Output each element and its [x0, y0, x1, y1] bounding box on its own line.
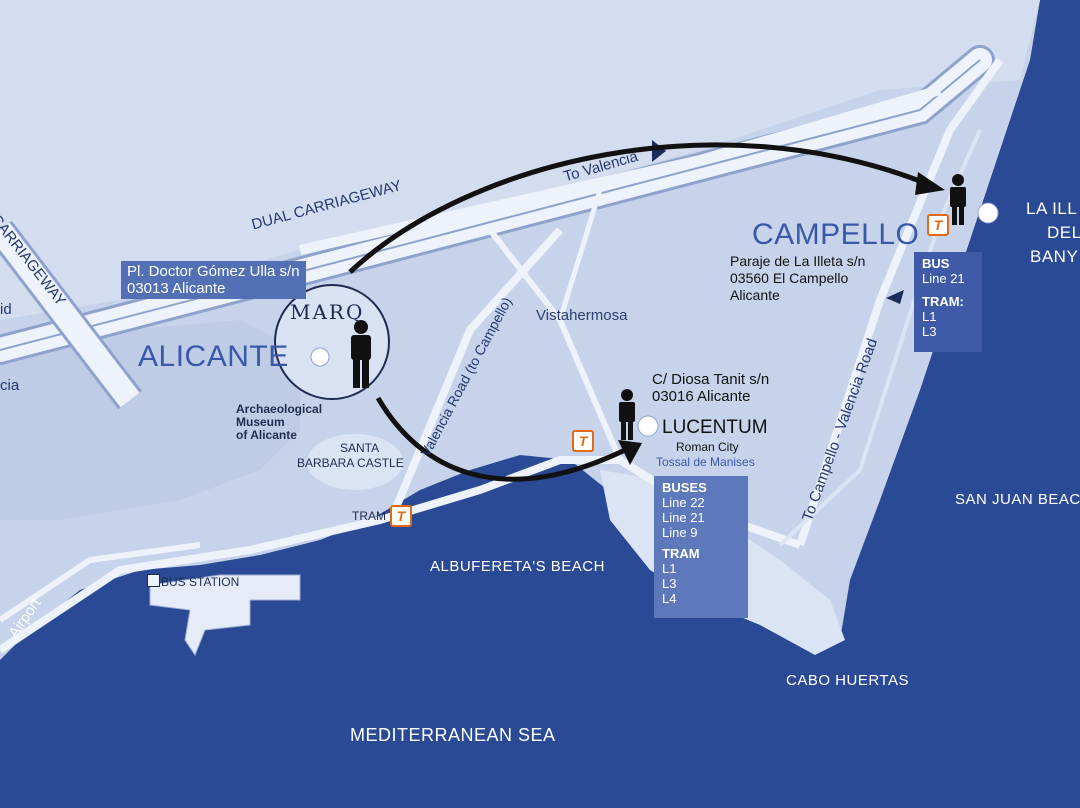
- label-museum-1: Archaeological: [236, 402, 323, 416]
- marq-circle: [274, 284, 390, 400]
- campello-bus-header: BUS: [922, 256, 950, 271]
- direction-arrow-campello: [886, 290, 904, 304]
- location-dot-marq: [310, 347, 330, 367]
- label-lucentum-sub: Roman City: [676, 440, 739, 454]
- label-museum-2: Museum: [236, 415, 285, 429]
- label-lucentum: LUCENTUM: [662, 417, 768, 438]
- label-left-cia: cia: [0, 377, 20, 394]
- route-arrow-campello: [348, 142, 931, 274]
- airport-road: [0, 542, 201, 623]
- campello-tram-line: L1: [922, 309, 937, 324]
- person-icon-lucentum: [619, 389, 635, 440]
- lucentum-bus-line: Line 9: [662, 525, 698, 540]
- label-left-id: id: [0, 301, 12, 318]
- label-tram-stop: TRAM: [352, 509, 386, 523]
- label-museum-3: of Alicante: [236, 428, 297, 442]
- address-marq-line1: Pl. Doctor Gómez Ulla s/n: [127, 263, 300, 280]
- inland-light: [0, 0, 1040, 320]
- campello-valencia-road: [796, 57, 1004, 547]
- bus-station-icon: [147, 574, 160, 587]
- lucentum-buses-header: BUSES: [662, 480, 707, 495]
- tram-badge-icon: T: [927, 214, 949, 236]
- inner-road-2: [557, 189, 603, 321]
- lucentum-bus-line: Line 22: [662, 495, 705, 510]
- label-illeta-3: BANY: [1030, 247, 1079, 266]
- tram-badge-icon: T: [572, 430, 594, 452]
- dual-carriageway-median: [0, 59, 981, 351]
- label-cabo-huertas: CABO HUERTAS: [786, 672, 909, 689]
- route-arrow-lucentum: [375, 396, 627, 482]
- address-lucentum-line2: 03016 Alicante: [652, 388, 751, 405]
- lucentum-tram-header: TRAM: [662, 546, 700, 561]
- label-illeta-2: DEL: [1047, 223, 1080, 242]
- address-campello-line2: 03560 El Campello: [730, 270, 849, 286]
- left-carriageway: [0, 222, 140, 408]
- label-santa-barbara-1: SANTA: [340, 441, 380, 455]
- port-area: [149, 574, 301, 657]
- label-lucentum-sub2: Tossal de Manises: [656, 455, 755, 469]
- person-icon-alicante: [351, 320, 371, 388]
- label-santa-barbara-2: BARBARA CASTLE: [297, 456, 404, 470]
- location-dot-illeta: [977, 202, 999, 224]
- label-albufereta-beach: ALBUFERETA'S BEACH: [430, 558, 605, 575]
- address-lucentum-line1: C/ Diosa Tanit s/n: [652, 371, 770, 388]
- label-mediterranean-sea: MEDITERRANEAN SEA: [350, 725, 556, 745]
- campello-tram-header: TRAM:: [922, 294, 964, 309]
- person-icon-campello: [950, 174, 966, 225]
- city-patch: [0, 320, 300, 520]
- tram-badge-icon: T: [390, 505, 412, 527]
- address-marq: Pl. Doctor Gómez Ulla s/n 03013 Alicante: [121, 261, 306, 299]
- label-alicante: ALICANTE: [138, 340, 289, 373]
- campello-bus-line: Line 21: [922, 271, 965, 286]
- lucentum-bus-line: Line 21: [662, 510, 705, 525]
- location-dot-lucentum: [637, 415, 659, 437]
- address-marq-line2: 03013 Alicante: [127, 280, 226, 297]
- address-campello-line3: Alicante: [730, 287, 780, 303]
- campello-transit-box: BUS Line 21 TRAM: L1 L3: [914, 252, 982, 352]
- label-bus-station: BUS STATION: [161, 575, 240, 589]
- lucentum-transit-box: BUSES Line 22 Line 21 Line 9 TRAM L1 L3 …: [654, 476, 748, 618]
- lucentum-tram-line: L4: [662, 591, 677, 606]
- marq-logo: MARQ: [290, 300, 365, 324]
- route-arrowhead-campello: [915, 172, 945, 195]
- label-campello: CAMPELLO: [752, 218, 920, 251]
- to-valencia-road: [298, 85, 942, 255]
- lucentum-tram-line: L1: [662, 561, 677, 576]
- route-arrowhead-lucentum: [618, 440, 642, 465]
- castle-patch: [307, 434, 403, 490]
- label-illeta-1: LA ILL: [1026, 199, 1078, 218]
- label-san-juan-beach: SAN JUAN BEAC: [955, 491, 1080, 508]
- address-campello-line1: Paraje de La Illeta s/n: [730, 253, 866, 269]
- campello-tram-line: L3: [922, 324, 937, 339]
- label-vistahermosa: Vistahermosa: [536, 307, 628, 324]
- lucentum-tram-line: L3: [662, 576, 677, 591]
